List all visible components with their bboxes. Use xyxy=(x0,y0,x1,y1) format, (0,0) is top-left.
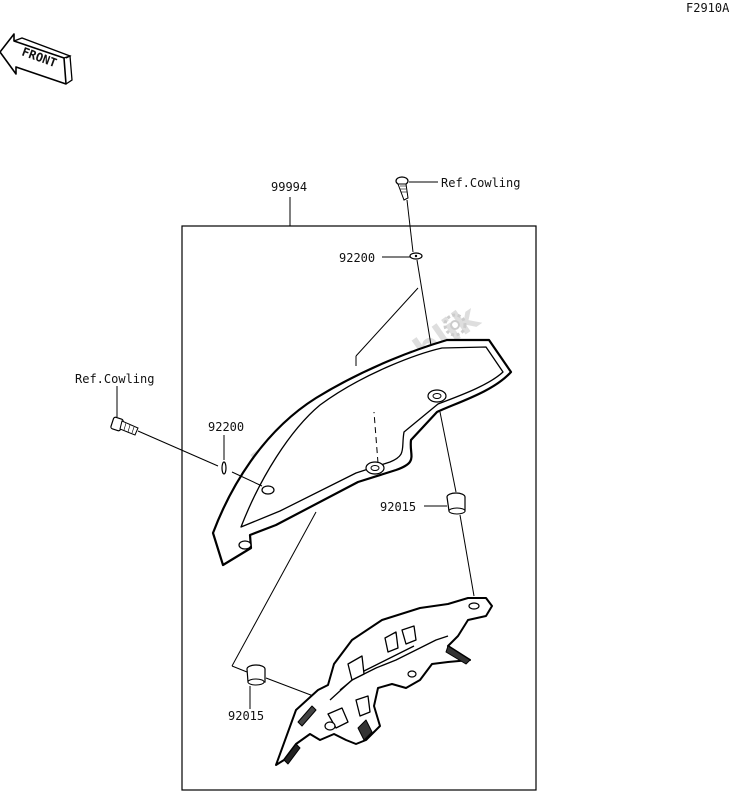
collar-right xyxy=(446,492,466,515)
figure-id: F2910A xyxy=(686,1,730,15)
callout-washer-top: 92200 xyxy=(339,251,375,265)
front-arrow-icon: FRONT xyxy=(0,33,73,85)
washer-left xyxy=(221,461,227,475)
collar-left xyxy=(246,664,266,686)
mounting-bracket xyxy=(275,597,493,766)
bolt-top xyxy=(395,176,409,201)
assembly-frame xyxy=(181,225,537,791)
callout-ref-cowling-left: Ref.Cowling xyxy=(75,372,154,386)
callout-collar-right: 92015 xyxy=(380,500,416,514)
windshield-cover xyxy=(211,338,513,567)
callout-collar-left: 92015 xyxy=(228,709,264,723)
assembly-label: 99994 xyxy=(271,180,307,194)
bolt-left xyxy=(110,416,139,436)
watermark-gear-icon xyxy=(443,313,467,337)
callout-ref-cowling-top: Ref.Cowling xyxy=(441,176,520,190)
callout-washer-left: 92200 xyxy=(208,420,244,434)
